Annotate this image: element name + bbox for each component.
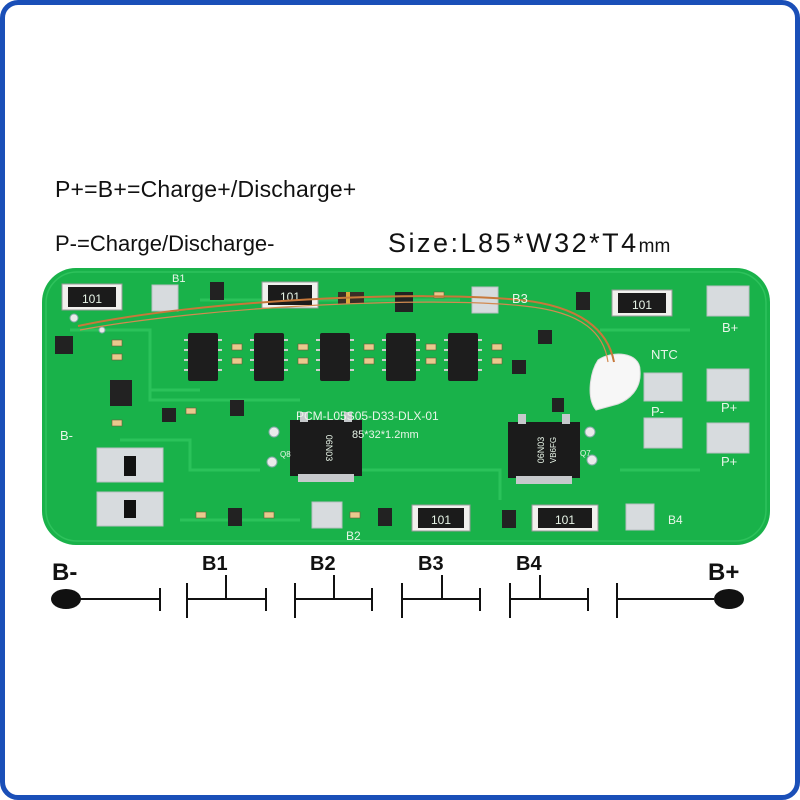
- silk-dimensions: 85*32*1.2mm: [352, 429, 419, 441]
- silk-p-plus-1: P+: [721, 400, 737, 415]
- pcb-board: [42, 268, 770, 545]
- pcb-pads: [96, 284, 750, 531]
- diagram-b2: B2: [310, 553, 336, 575]
- protection-ics: [188, 333, 478, 381]
- silk-b3: B3: [512, 291, 528, 306]
- vias: [69, 313, 598, 468]
- resistor-r1-body: [68, 287, 116, 307]
- mosfet-q7-code-2: VB6FG: [549, 437, 558, 463]
- silk-q7: Q7: [580, 449, 591, 458]
- mosfet-q7-code: 06N03: [536, 437, 546, 464]
- silk-b-plus: B+: [722, 320, 738, 335]
- diagram-b4: B4: [516, 553, 542, 575]
- silk-q8: Q8: [280, 450, 291, 459]
- legend-p-plus-line: P+=B+=Charge+/Discharge+: [55, 176, 357, 202]
- mosfet-q8-code: 06N03: [324, 435, 334, 462]
- resistor-r4-body: [418, 508, 464, 528]
- pad-marker-2: [124, 500, 136, 518]
- silk-b1: B1: [172, 273, 185, 285]
- pcb-traces: [70, 298, 700, 522]
- pad-marker-1: [124, 456, 136, 476]
- legend-p-minus-line: P-=Charge/Discharge-: [55, 231, 275, 256]
- resistor-r5-code: 101: [555, 513, 575, 527]
- silkscreen: B1 B3 B+ NTC P+ P- P+ B- PCM-L05S05-D33-…: [60, 273, 738, 543]
- mosfet-q7: 06N03 VB6FG: [508, 414, 580, 484]
- resistor-r1-code: 101: [82, 292, 102, 306]
- ntc-wire: [77, 295, 615, 363]
- diagram-b1: B1: [202, 553, 228, 575]
- size-unit: mm: [638, 236, 671, 257]
- capacitors: [111, 291, 503, 519]
- resistor-r3-body: [618, 293, 666, 313]
- silk-b2: B2: [346, 529, 361, 543]
- size-value: Size:L85*W32*T4: [388, 228, 639, 258]
- diagram-terminal-neg: [51, 589, 81, 609]
- pcb-edge: [45, 271, 767, 542]
- resistor-r4-code: 101: [431, 513, 451, 527]
- ntc-thermistor: [589, 353, 641, 411]
- silk-ntc: NTC: [651, 347, 678, 362]
- ntc-wire-2: [79, 301, 609, 363]
- small-components: [55, 282, 590, 528]
- size-label: Size:L85*W32*T4mm: [388, 228, 670, 259]
- resistor-r3-code: 101: [632, 298, 652, 312]
- silk-b4: B4: [668, 513, 683, 527]
- wiring-diagram: B- B+ B1 B2 B3 B4: [51, 553, 744, 618]
- resistor-r5-body: [538, 508, 592, 528]
- diagram-b3: B3: [418, 553, 444, 575]
- diagram-b-plus: B+: [708, 559, 739, 586]
- mosfet-q8: 06N03: [290, 412, 362, 482]
- silk-model: PCM-L05S05-D33-DLX-01: [296, 409, 439, 423]
- resistors: 101 101 101 101 101: [61, 281, 673, 532]
- diagram-terminal-pos: [714, 589, 744, 609]
- silk-b-minus: B-: [60, 428, 73, 443]
- silk-p-plus-2: P+: [721, 454, 737, 469]
- diagram-cells: [80, 575, 714, 618]
- silk-p-minus: P-: [651, 404, 664, 419]
- ic-leads: [184, 339, 482, 371]
- diagram-b-minus: B-: [52, 559, 77, 586]
